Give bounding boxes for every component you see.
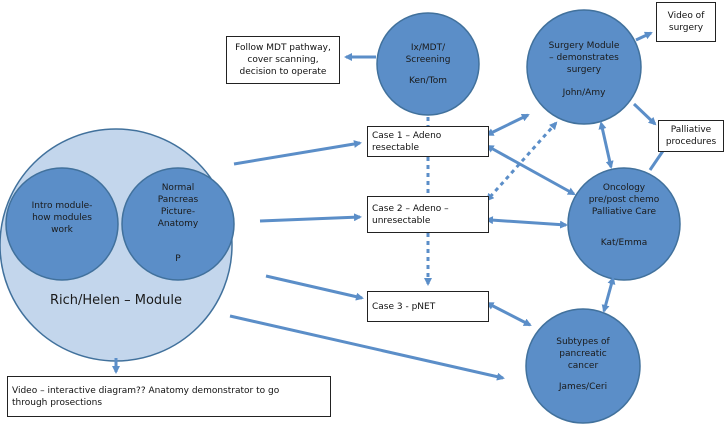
surgery-people: John/Amy: [562, 88, 606, 98]
arrow-module-case2: [259, 213, 362, 223]
arrow-surgery-oncology: [598, 121, 614, 169]
subtypes-label: Subtypes of pancreatic cancer: [556, 337, 610, 371]
normal-pancreas-label: Normal Pancreas Picture- Anatomy: [157, 183, 199, 229]
normal-pancreas-sub: P: [175, 254, 181, 264]
subtypes-people: James/Ceri: [558, 382, 608, 392]
oncology-people: Kat/Emma: [600, 238, 648, 248]
palliative-box: Palliative procedures: [658, 120, 724, 152]
arrow-module-case1: [233, 140, 362, 166]
ix-mdt-people: Ken/Tom: [409, 76, 447, 86]
intro-module-circle: [5, 167, 119, 281]
case3-box: Case 3 - pNET: [367, 291, 489, 322]
arrow-case2-oncology: [485, 216, 568, 229]
surgery-circle: [526, 9, 642, 125]
dotted-case2-surgery: [486, 121, 558, 202]
surgery-label: Surgery Module – demonstrates surgery: [548, 41, 620, 75]
arrow-oncology-subtypes: [601, 276, 616, 313]
arrow-case3-subtypes: [485, 302, 532, 327]
case2-box: Case 2 – Adeno – unresectable: [367, 196, 489, 233]
subtypes-circle: [525, 308, 641, 424]
arrow-module-case3: [265, 274, 364, 301]
ix-mdt-label: Ix/MDT/ Screening: [405, 43, 451, 65]
big-module-label: Rich/Helen – Module: [49, 293, 183, 308]
ix-mdt-circle: [376, 12, 480, 116]
follow-mdt-box: Follow MDT pathway, cover scanning, deci…: [226, 36, 340, 84]
intro-module-label: Intro module- how modules work: [31, 201, 93, 235]
arrow-surgery-palliative: [632, 102, 657, 126]
case1-box: Case 1 – Adeno resectable: [367, 126, 489, 157]
video-surgery-box: Video of surgery: [656, 2, 716, 42]
arrow-surgery-video: [635, 31, 653, 42]
oncology-circle: [567, 167, 681, 281]
arrow-module-subtypes: [229, 314, 505, 381]
video-diagram-box: Video – interactive diagram?? Anatomy de…: [7, 376, 331, 417]
arrow-case1-surgery: [485, 113, 530, 136]
oncology-label: Oncology pre/post chemo Palliative Care: [588, 183, 660, 217]
normal-pancreas-circle: [121, 167, 235, 281]
arrow-case1-oncology: [485, 145, 576, 196]
